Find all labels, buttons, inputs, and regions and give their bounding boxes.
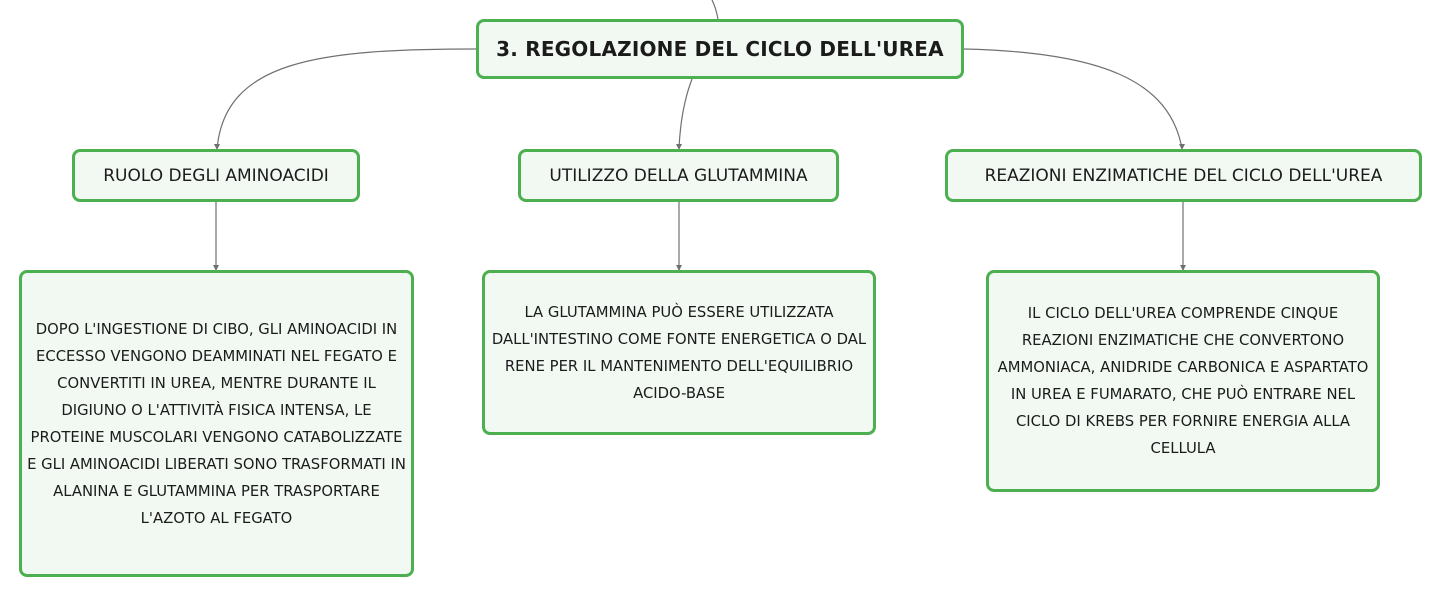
arrowhead-branch-3: [1179, 144, 1185, 150]
connector-parent-to-root: [711, 0, 719, 20]
detail-text: DOPO L'INGESTIONE DI CIBO, GLI AMINOACID…: [27, 320, 406, 527]
connector-root-to-branch-1: [216, 48, 477, 150]
branch-node-ruolo-aminoacidi[interactable]: RUOLO DEGLI AMINOACIDI: [72, 149, 360, 202]
detail-text: LA GLUTAMMINA PUÒ ESSERE UTILIZZATA DALL…: [491, 303, 867, 402]
arrowhead-detail-1: [213, 265, 219, 271]
root-topic-node[interactable]: 3. REGOLAZIONE DEL CICLO DELL'UREA: [476, 19, 964, 79]
detail-node-reazioni-enzimatiche[interactable]: IL CICLO DELL'UREA COMPRENDE CINQUE REAZ…: [986, 270, 1380, 492]
detail-text: IL CICLO DELL'UREA COMPRENDE CINQUE REAZ…: [997, 305, 1369, 457]
arrowhead-branch-1: [214, 144, 220, 150]
arrowhead-detail-2: [676, 265, 682, 271]
root-topic-label: 3. REGOLAZIONE DEL CICLO DELL'UREA: [496, 37, 944, 61]
detail-node-ruolo-aminoacidi[interactable]: DOPO L'INGESTIONE DI CIBO, GLI AMINOACID…: [19, 270, 414, 577]
branch-node-reazioni-enzimatiche[interactable]: REAZIONI ENZIMATICHE DEL CICLO DELL'UREA: [945, 149, 1422, 202]
arrowhead-detail-3: [1180, 265, 1186, 271]
connector-root-to-branch-3: [963, 48, 1183, 150]
arrowhead-branch-2: [676, 144, 682, 150]
branch-node-utilizzo-glutammina[interactable]: UTILIZZO DELLA GLUTAMMINA: [518, 149, 839, 202]
connector-root-to-branch-2: [678, 78, 693, 150]
detail-node-utilizzo-glutammina[interactable]: LA GLUTAMMINA PUÒ ESSERE UTILIZZATA DALL…: [482, 270, 876, 435]
branch-label: REAZIONI ENZIMATICHE DEL CICLO DELL'UREA: [984, 165, 1383, 186]
branch-label: UTILIZZO DELLA GLUTAMMINA: [549, 165, 808, 186]
branch-label: RUOLO DEGLI AMINOACIDI: [103, 165, 329, 186]
